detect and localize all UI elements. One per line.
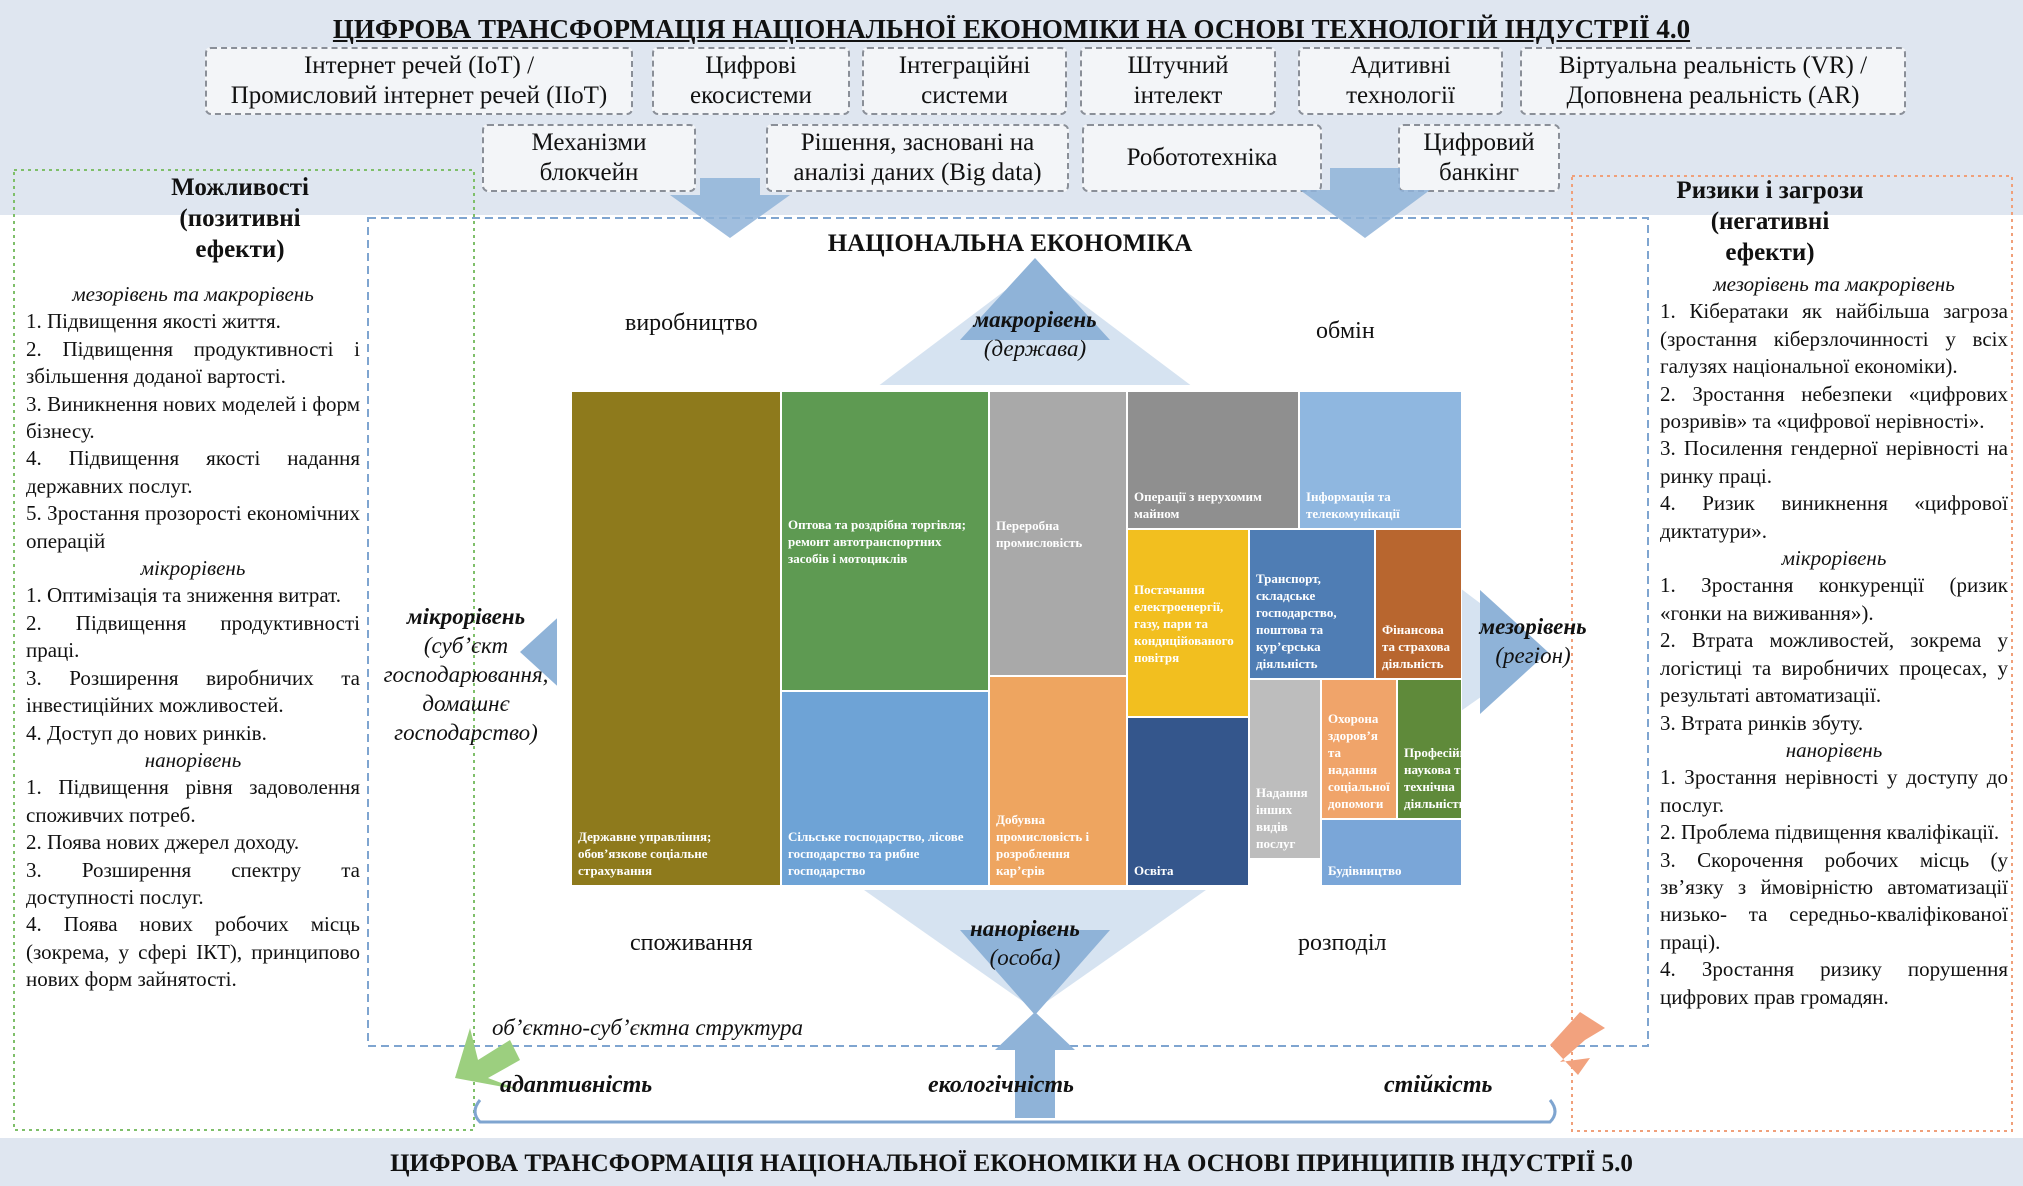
opportunities-item: 3. Розширення виробничих та інвестиційни…	[26, 665, 360, 718]
macro-arrow	[960, 258, 1110, 340]
principle-adaptivity: адаптивність	[500, 1072, 653, 1098]
risks-item: 4. Зростання ризику порушення цифрових п…	[1660, 957, 2008, 1009]
bottom-up-arrow	[995, 1012, 1075, 1118]
principles-bracket	[473, 1099, 1557, 1124]
opportunities-list: мезорівень та макрорівень 1. Підвищення …	[26, 281, 360, 994]
risks-frame	[1571, 175, 2013, 1132]
tech-additive: Адитивні технології	[1298, 47, 1503, 115]
treemap-cell-mining: Добувна промисловість і розроблення кар’…	[989, 676, 1127, 886]
bottom-band	[0, 1138, 2023, 1186]
risks-item: 1. Кібератаки як найбільша загроза (зрос…	[1660, 299, 2008, 379]
tech-arrow-right	[1300, 168, 1430, 238]
bottom-title: ЦИФРОВА ТРАНСФОРМАЦІЯ НАЦІОНАЛЬНОЇ ЕКОНО…	[390, 1150, 1633, 1177]
treemap-cell-finance: Фінансова та страхова діяльність	[1375, 529, 1462, 679]
risks-item: 2. Втрата можливостей, зокрема у логісти…	[1660, 628, 2008, 708]
risks-item: 1. Зростання нерівності у доступу до пос…	[1660, 765, 2008, 817]
treemap-cell-agriculture: Сільське господарство, лісове господарст…	[781, 691, 989, 886]
quadrant-consumption: споживання	[630, 930, 753, 956]
opportunities-item: 4. Поява нових робочих місць (зокрема, у…	[26, 912, 360, 992]
opportunities-item: 4. Підвищення якості надання державних п…	[26, 446, 360, 498]
risks-item: 3. Посилення гендерної нерівності на рин…	[1660, 436, 2008, 488]
treemap-cell-public-admin: Державне управління; обов’язкове соціаль…	[571, 391, 781, 886]
level-micro: мікрорівень(суб’єкт господарювання, дома…	[383, 604, 549, 745]
tech-banking: Цифровий банкінг	[1398, 124, 1560, 192]
tech-integration: Інтеграційні системи	[862, 47, 1067, 115]
economy-title: НАЦІОНАЛЬНА ЕКОНОМІКА	[827, 230, 1193, 257]
level-nano: нанорівень(особа)	[970, 916, 1080, 970]
tech-iot: Інтернет речей (IoT) / Промисловий інтер…	[205, 47, 633, 115]
opportunities-level-nano: нанорівень	[144, 747, 242, 772]
opportunities-level-micro: мікрорівень	[140, 556, 246, 581]
tech-ecosystems: Цифрові екосистеми	[652, 47, 850, 115]
treemap-cell-transport: Транспорт, складське господарство, пошто…	[1249, 529, 1375, 679]
opportunities-item: 1. Оптимізація та зниження витрат.	[26, 583, 341, 608]
risks-title: Ризики і загрози (негативні ефекти)	[1676, 177, 1864, 266]
opportunities-item: 2. Підвищення продуктивності і збільшенн…	[26, 336, 360, 389]
treemap-cell-other-services: Надання інших видів послуг	[1249, 679, 1321, 859]
nano-arrow	[960, 930, 1110, 1015]
tech-blockchain: Механізми блокчейн	[482, 124, 696, 192]
principle-ecology: екологічність	[928, 1072, 1075, 1098]
risks-arrow	[1550, 1012, 1605, 1075]
opportunities-frame	[13, 169, 475, 1131]
risks-item: 3. Втрата ринків збуту.	[1660, 710, 1864, 735]
opportunities-arrow	[455, 1028, 520, 1090]
opportunities-item: 4. Доступ до нових ринків.	[26, 720, 267, 745]
opportunities-item: 5. Зростання прозорості економічних опер…	[26, 501, 360, 553]
risks-list: мезорівень та макрорівень 1. Кібератаки …	[1660, 271, 2008, 1011]
tech-ai: Штучний інтелект	[1080, 47, 1276, 115]
risks-item: 4. Ризик виникнення «цифрової диктатури»…	[1660, 491, 2008, 543]
level-macro: макрорівень(держава)	[973, 307, 1097, 361]
treemap-cell-real-estate: Операції з нерухомим майном	[1127, 391, 1299, 529]
quadrant-production: виробництво	[625, 310, 758, 336]
risks-item: 2. Проблема підвищення кваліфікації.	[1660, 820, 2000, 845]
opportunities-item: 2. Підвищення продуктивності праці.	[26, 610, 360, 663]
treemap-cell-manufacturing: Переробна промисловість	[989, 391, 1127, 676]
tech-robotics: Робототехніка	[1082, 124, 1322, 192]
treemap-cell-health: Охорона здоров’я та надання соціальної д…	[1321, 679, 1397, 819]
opportunities-level-meso-macro: мезорівень та макрорівень	[72, 282, 314, 306]
risks-item: 1. Зростання конкуренції (ризик «гонки н…	[1660, 573, 2008, 625]
level-meso: мезорівень(регіон)	[1479, 614, 1587, 668]
quadrant-exchange: обмін	[1316, 318, 1375, 344]
opportunities-item: 1. Підвищення рівня задоволення споживчи…	[26, 775, 360, 827]
opportunities-item: 3. Виникнення нових моделей і форм бізне…	[26, 391, 360, 444]
principle-sustainability: стійкість	[1384, 1072, 1493, 1098]
treemap-cell-ict: Інформація та телекомунікації	[1299, 391, 1462, 529]
tech-bigdata: Рішення, засновані на аналізі даних (Big…	[766, 124, 1069, 192]
meso-arrow	[1480, 590, 1548, 714]
main-title: ЦИФРОВА ТРАНСФОРМАЦІЯ НАЦІОНАЛЬНОЇ ЕКОНО…	[332, 14, 1691, 44]
opportunities-item: 2. Поява нових джерел доходу.	[26, 830, 300, 855]
treemap-cell-education: Освіта	[1127, 717, 1249, 886]
treemap-cell-energy: Постачання електроенергії, газу, пари та…	[1127, 529, 1249, 717]
treemap-cell-trade: Оптова та роздрібна торгівля; ремонт авт…	[781, 391, 989, 691]
opportunities-item: 1. Підвищення якості життя.	[26, 309, 281, 334]
quadrant-distribution: розподіл	[1298, 930, 1387, 956]
risks-level-micro: мікрорівень	[1781, 546, 1887, 571]
treemap: Державне управління; обов’язкове соціаль…	[557, 385, 1462, 890]
tech-vr-ar: Віртуальна реальність (VR) / Доповнена р…	[1520, 47, 1906, 115]
risks-level-meso-macro: мезорівень та макрорівень	[1713, 272, 1955, 296]
treemap-cell-construction: Будівництво	[1321, 819, 1462, 886]
structure-label: об’єктно-суб’єктна структура	[492, 1015, 803, 1040]
opportunities-title: Можливості (позитивні ефекти)	[171, 174, 309, 263]
risks-item: 3. Скорочення робочих місць (у зв’язку з…	[1660, 847, 2008, 954]
opportunities-item: 3. Розширення спектру та доступності пос…	[26, 857, 360, 909]
risks-item: 2. Зростання небезпеки «цифрових розриві…	[1660, 381, 2008, 434]
risks-level-nano: нанорівень	[1785, 737, 1883, 762]
tech-arrow-left	[670, 178, 790, 238]
